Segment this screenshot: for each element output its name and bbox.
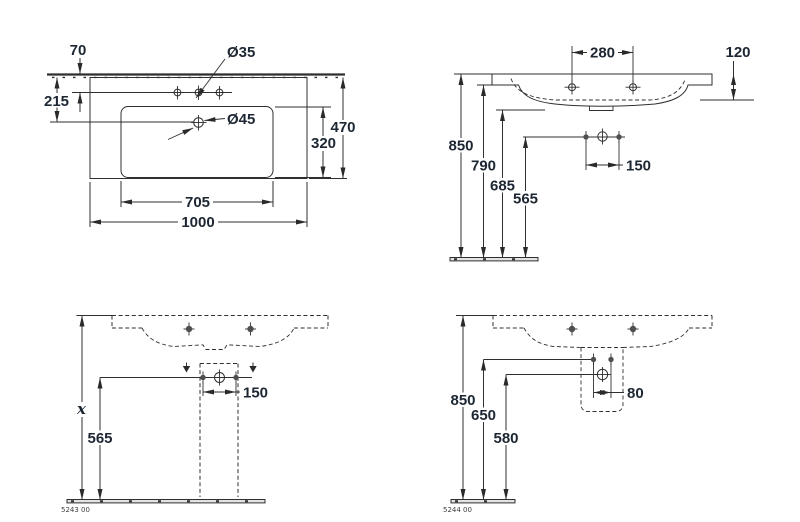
dia45-label: Ø45	[227, 111, 255, 128]
dia35-label: Ø35	[227, 44, 255, 61]
trap-hidden-outline	[580, 347, 624, 412]
dim-height-rim: 850	[447, 73, 492, 258]
dim-fixing-hole-spacing: 280	[571, 45, 634, 82]
mounting-direction-arrows	[182, 362, 257, 373]
dim-1000-label: 1000	[181, 214, 214, 231]
dim-80-label: 80	[627, 385, 644, 402]
fixing-holes	[183, 322, 256, 336]
dim-height-rim-variable: x	[73, 315, 113, 500]
dim-470-label: 470	[330, 119, 355, 136]
dim-height-rim: 850	[449, 315, 494, 500]
dim-fixing-spacing: 150	[585, 141, 651, 175]
dim-height-fixing: 650	[469, 359, 591, 500]
dim-width-total: 1000	[89, 182, 308, 231]
dim-height-fixing: 565	[511, 137, 540, 258]
front-view-furniture: 150 x 565 5243 00	[61, 315, 329, 514]
dim-320-label: 320	[311, 135, 336, 152]
dim-70-label: 70	[70, 42, 87, 59]
basin-interior-hidden-line	[510, 78, 686, 101]
dim-120-label: 120	[725, 44, 750, 61]
fixing-bolt-group	[100, 369, 252, 386]
dim-705-label: 705	[185, 194, 210, 211]
basin-hidden-outline	[492, 315, 713, 348]
dim-depth-total: 470	[309, 77, 358, 179]
product-code: 5244 00	[443, 506, 472, 514]
dim-215-label: 215	[44, 93, 69, 110]
basin-inner-outline	[120, 106, 274, 178]
dim-height-bottom: 685	[488, 109, 545, 258]
fixing-bolt-group	[523, 128, 625, 145]
dim-bolt-spacing: 80	[593, 362, 644, 402]
floor-line	[449, 257, 539, 262]
basin-profile	[491, 73, 713, 107]
plan-view: 70 215 Ø35 Ø45 470	[43, 42, 358, 231]
floor-line	[450, 499, 516, 504]
fixing-bolt-group	[590, 353, 614, 382]
wall-section-line	[47, 73, 345, 79]
label-drain-hole-diameter: Ø45	[167, 111, 255, 140]
dim-tap-to-wall: 70	[70, 42, 87, 112]
dim-height-drain: 580	[492, 374, 598, 500]
dim-650-label: 650	[471, 407, 496, 424]
dim-rim-thickness: 120	[700, 44, 754, 101]
dim-x-label: x	[76, 400, 87, 418]
dim-height-underside: 790	[469, 84, 498, 258]
dim-850-label: 850	[448, 138, 473, 155]
dim-fixing-spacing: 150	[202, 382, 268, 402]
dim-790-label: 790	[471, 158, 496, 175]
side-view: 280 120 150	[447, 44, 754, 262]
pedestal-hidden-outline	[199, 363, 239, 497]
floor-line	[66, 499, 266, 504]
dim-150-label: 150	[626, 158, 651, 175]
tap-holes	[72, 85, 232, 100]
dim-850-label: 850	[450, 392, 475, 409]
dim-565-label: 565	[87, 430, 112, 447]
fixing-holes	[566, 322, 639, 336]
dim-depth-basin: 320	[275, 106, 338, 178]
fixing-holes	[564, 80, 641, 95]
basin-hidden-outline	[111, 315, 329, 350]
dim-280-label: 280	[590, 45, 615, 62]
dim-height-fixing: 565	[86, 377, 114, 500]
label-tap-hole-diameter: Ø35	[195, 44, 255, 99]
dim-580-label: 580	[493, 430, 518, 447]
dim-685-label: 685	[490, 178, 515, 195]
front-view-console: 80 850 650 580 5244 00	[443, 315, 713, 514]
washbasin-outline	[89, 77, 308, 179]
drain-boss	[589, 106, 614, 111]
dim-width-basin: 705	[120, 181, 274, 211]
dim-150-label: 150	[243, 385, 268, 402]
product-code: 5243 00	[61, 506, 90, 514]
dim-565-label: 565	[513, 191, 538, 208]
drain-hole	[191, 115, 207, 131]
dim-drain-to-wall: 215	[43, 77, 194, 123]
